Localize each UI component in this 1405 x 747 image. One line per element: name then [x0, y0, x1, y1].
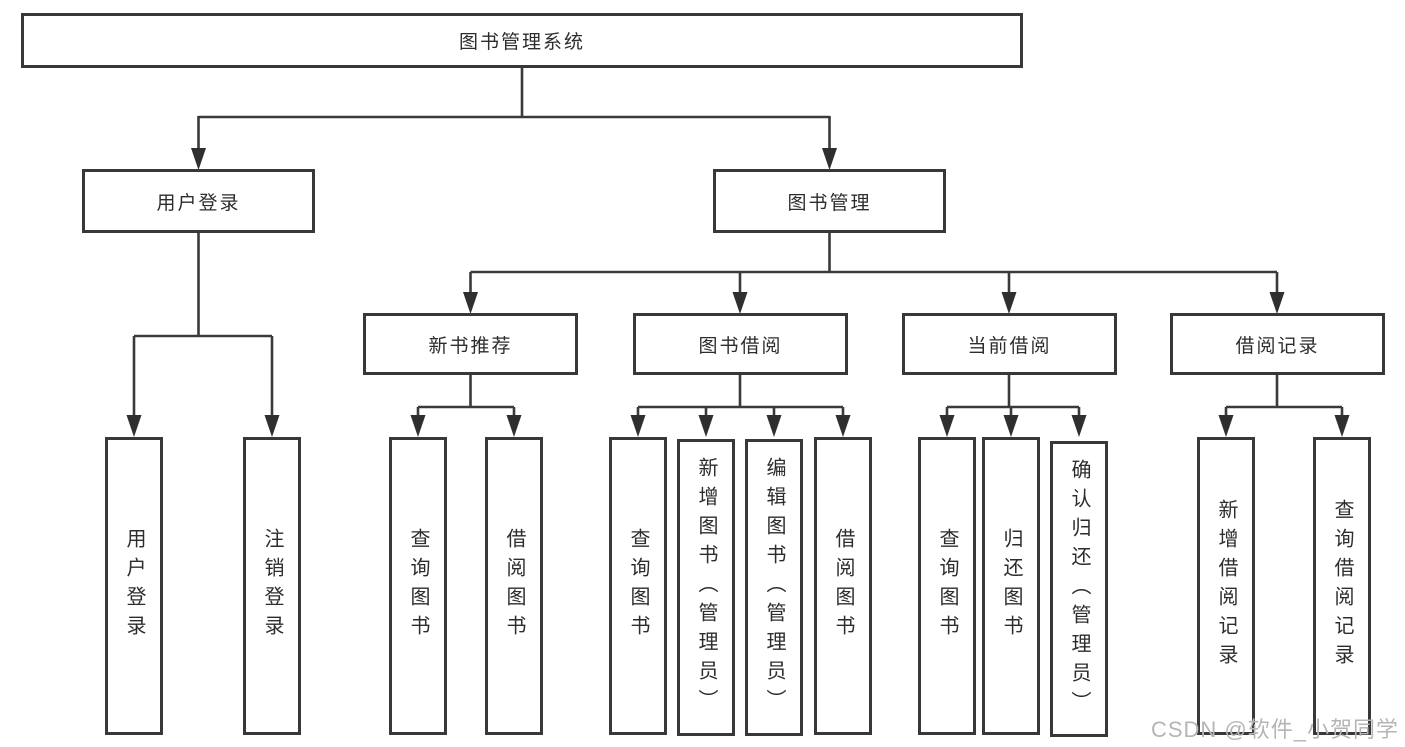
arrowhead	[1003, 415, 1019, 437]
node-leaf-current-query-label: 查询图书	[936, 528, 958, 644]
node-current-borrow-label: 当前借阅	[967, 335, 1052, 357]
arrowhead	[939, 415, 955, 437]
arrowhead	[126, 415, 142, 437]
node-leaf-borrow-add: 新增图书（管理员）	[677, 439, 735, 736]
node-leaf-records-add: 新增借阅记录	[1197, 437, 1255, 735]
connector-newbooks-to-leaves	[410, 375, 522, 437]
arrowhead	[506, 415, 522, 437]
node-borrow-records-label: 借阅记录	[1235, 335, 1320, 357]
connector-bookmgmt-to-level3	[463, 233, 1285, 314]
node-leaf-newbooks-borrow: 借阅图书	[485, 437, 543, 735]
node-leaf-current-return-label: 归还图书	[1000, 528, 1022, 644]
node-new-book-recommend-label: 新书推荐	[428, 335, 513, 357]
node-leaf-current-return: 归还图书	[982, 437, 1040, 735]
connector-records-to-leaves	[1218, 375, 1350, 437]
node-leaf-borrow-add-label: 新增图书（管理员）	[695, 457, 717, 718]
node-leaf-borrow-query-label: 查询图书	[627, 528, 649, 644]
node-user-login: 用户登录	[82, 169, 315, 233]
node-leaf-borrow-edit: 编辑图书（管理员）	[745, 439, 803, 736]
node-leaf-current-confirm-label: 确认归还（管理员）	[1068, 458, 1090, 720]
node-leaf-current-query: 查询图书	[918, 437, 976, 735]
arrowhead	[1334, 415, 1350, 437]
csdn-watermark: CSDN @软件_小贺同学	[1150, 717, 1399, 742]
arrowhead	[1218, 415, 1234, 437]
node-leaf-borrow-borrow-label: 借阅图书	[832, 528, 854, 644]
node-root-label: 图书管理系统	[458, 32, 585, 53]
node-book-borrow: 图书借阅	[633, 313, 848, 375]
node-leaf-records-add-label: 新增借阅记录	[1215, 499, 1237, 673]
node-leaf-user-login: 用户登录	[105, 437, 163, 735]
arrowhead	[732, 292, 748, 314]
arrowhead	[698, 415, 714, 437]
connector-userlogin-to-leaves	[126, 233, 280, 437]
node-book-management-label: 图书管理	[787, 192, 872, 214]
arrowhead	[822, 148, 837, 170]
node-book-management: 图书管理	[713, 169, 946, 233]
arrowhead	[766, 415, 782, 437]
arrowhead	[1269, 292, 1285, 314]
arrowhead	[1001, 292, 1017, 314]
node-book-borrow-label: 图书借阅	[698, 335, 783, 357]
node-current-borrow: 当前借阅	[902, 313, 1117, 375]
arrowhead	[630, 415, 646, 437]
arrowhead	[1071, 415, 1087, 437]
node-leaf-borrow-borrow: 借阅图书	[814, 437, 872, 735]
node-leaf-current-confirm: 确认归还（管理员）	[1050, 441, 1108, 737]
node-leaf-records-query-label: 查询借阅记录	[1331, 499, 1353, 673]
arrowhead	[835, 415, 851, 437]
arrowhead	[410, 415, 426, 437]
node-borrow-records: 借阅记录	[1170, 313, 1385, 375]
arrowhead	[463, 292, 478, 314]
node-leaf-logout-label: 注销登录	[261, 528, 283, 644]
node-root: 图书管理系统	[21, 13, 1023, 68]
connector-currentborrow-to-leaves	[939, 375, 1087, 437]
arrowhead	[191, 148, 206, 170]
node-leaf-newbooks-borrow-label: 借阅图书	[503, 528, 525, 644]
node-leaf-newbooks-query-label: 查询图书	[407, 528, 429, 644]
node-leaf-newbooks-query: 查询图书	[389, 437, 447, 735]
arrowhead	[264, 415, 280, 437]
node-leaf-borrow-edit-label: 编辑图书（管理员）	[763, 457, 785, 718]
node-leaf-borrow-query: 查询图书	[609, 437, 667, 735]
node-new-book-recommend: 新书推荐	[363, 313, 578, 375]
connector-root-to-level2	[191, 68, 837, 170]
node-leaf-records-query: 查询借阅记录	[1313, 437, 1371, 735]
node-leaf-user-login-label: 用户登录	[123, 528, 145, 644]
connector-bookborrow-to-leaves	[630, 375, 851, 437]
node-user-login-label: 用户登录	[156, 192, 241, 214]
node-leaf-logout: 注销登录	[243, 437, 301, 735]
